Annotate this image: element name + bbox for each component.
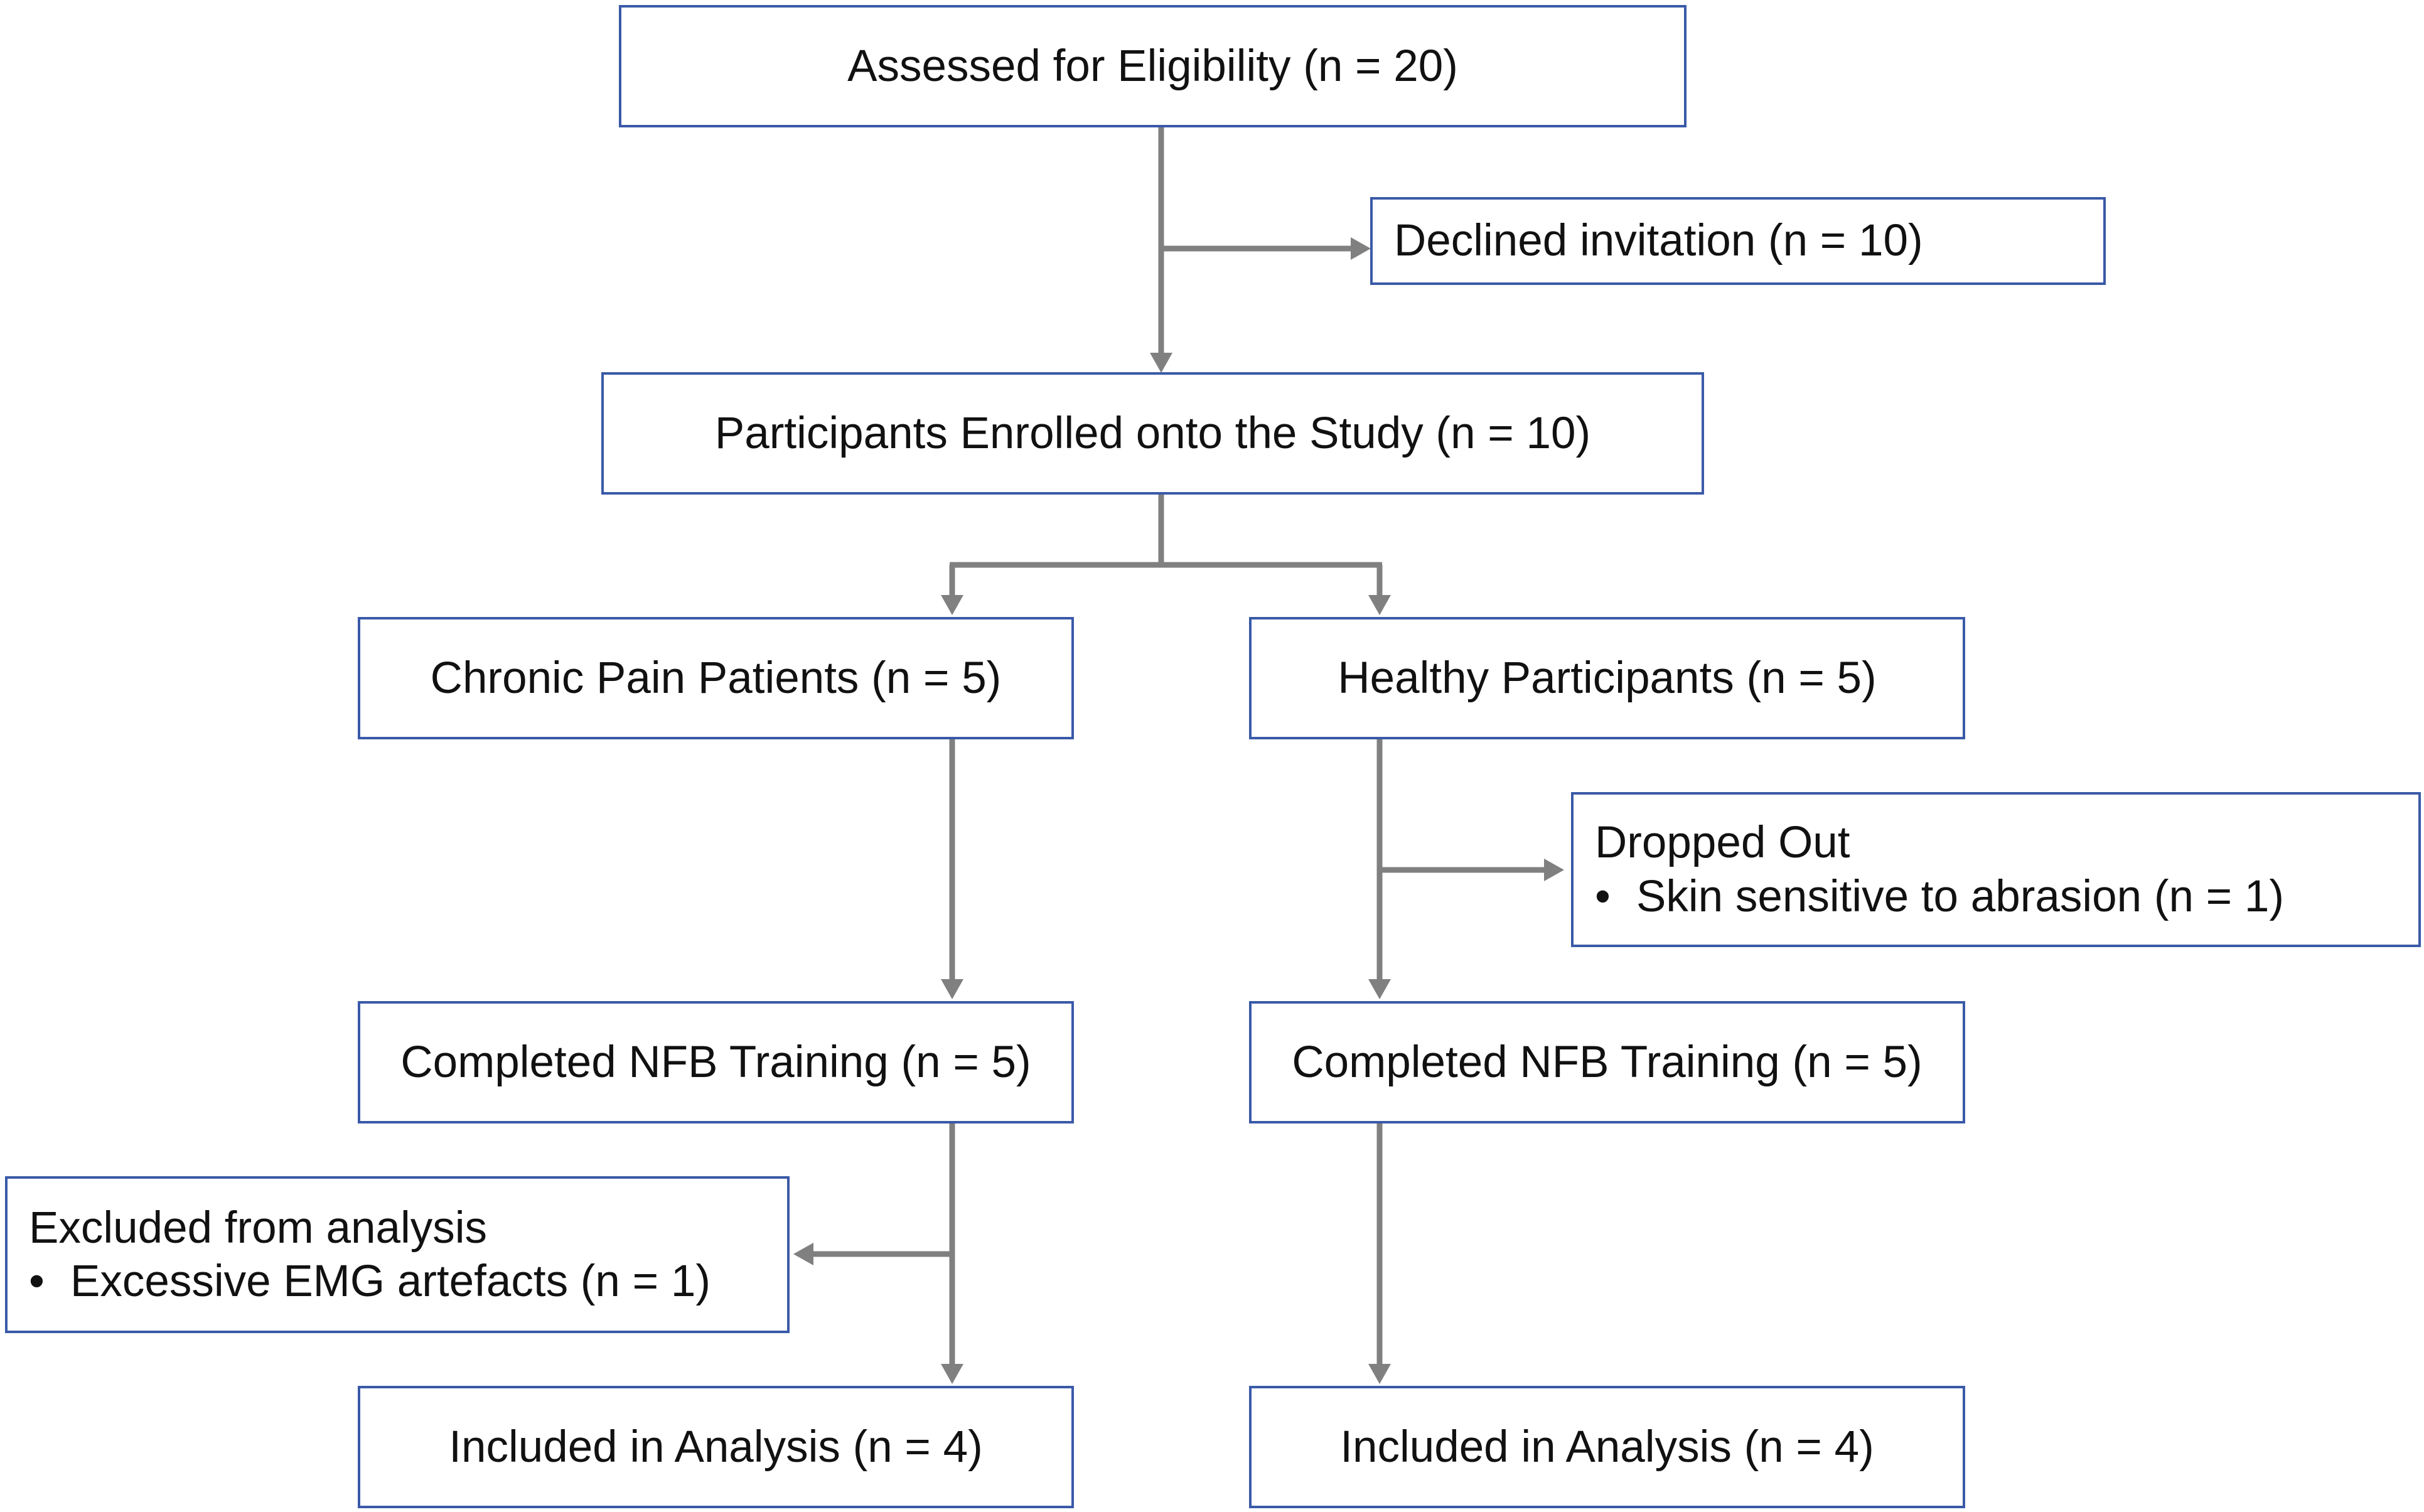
node-included-left-label: Included in Analysis (n = 4) [449,1422,983,1472]
bullet-dot: • [1595,871,1611,921]
arrowhead-included-right [1368,1364,1391,1384]
node-dropped-bullet-row: • Skin sensitive to abrasion (n = 1) [1595,870,2284,923]
node-healthy-label: Healthy Participants (n = 5) [1338,653,1877,703]
node-dropped: Dropped Out • Skin sensitive to abrasion… [1571,792,2421,947]
node-assessed: Assessed for Eligibility (n = 20) [619,5,1687,127]
node-assessed-label: Assessed for Eligibility (n = 20) [847,41,1458,91]
node-healthy: Healthy Participants (n = 5) [1249,617,1965,739]
arrowhead-completed-right [1368,979,1391,999]
node-included-left: Included in Analysis (n = 4) [358,1386,1074,1508]
arrowhead-dropped [1544,859,1564,881]
arrowhead-completed-left [941,979,963,999]
node-dropped-bullet: Skin sensitive to abrasion (n = 1) [1636,871,2284,921]
node-enrolled: Participants Enrolled onto the Study (n … [601,372,1704,495]
bullet-dot: • [29,1257,45,1306]
node-completed-right-label: Completed NFB Training (n = 5) [1292,1037,1923,1087]
node-chronic: Chronic Pain Patients (n = 5) [358,617,1074,739]
node-excluded: Excluded from analysis • Excessive EMG a… [5,1176,790,1333]
node-enrolled-label: Participants Enrolled onto the Study (n … [714,408,1591,458]
node-completed-left-label: Completed NFB Training (n = 5) [400,1037,1031,1087]
arrowhead-excluded [793,1243,813,1265]
arrowheads [793,237,1564,1384]
node-declined: Declined invitation (n = 10) [1370,197,2106,285]
node-chronic-label: Chronic Pain Patients (n = 5) [430,653,1002,703]
arrowhead-chronic [941,595,963,615]
node-declined-label: Declined invitation (n = 10) [1394,216,1923,266]
arrowhead-enrolled [1150,353,1172,373]
node-included-right-label: Included in Analysis (n = 4) [1340,1422,1874,1472]
node-completed-right: Completed NFB Training (n = 5) [1249,1001,1965,1123]
node-included-right: Included in Analysis (n = 4) [1249,1386,1965,1508]
node-excluded-title: Excluded from analysis [29,1203,488,1253]
arrowhead-included-left [941,1364,963,1384]
arrowhead-healthy [1368,595,1391,615]
arrowhead-declined [1351,237,1371,260]
node-excluded-bullet-row: • Excessive EMG artefacts (n = 1) [29,1255,711,1308]
node-dropped-title: Dropped Out [1595,818,1850,868]
node-excluded-bullet: Excessive EMG artefacts (n = 1) [70,1257,711,1306]
node-completed-left: Completed NFB Training (n = 5) [358,1001,1074,1123]
